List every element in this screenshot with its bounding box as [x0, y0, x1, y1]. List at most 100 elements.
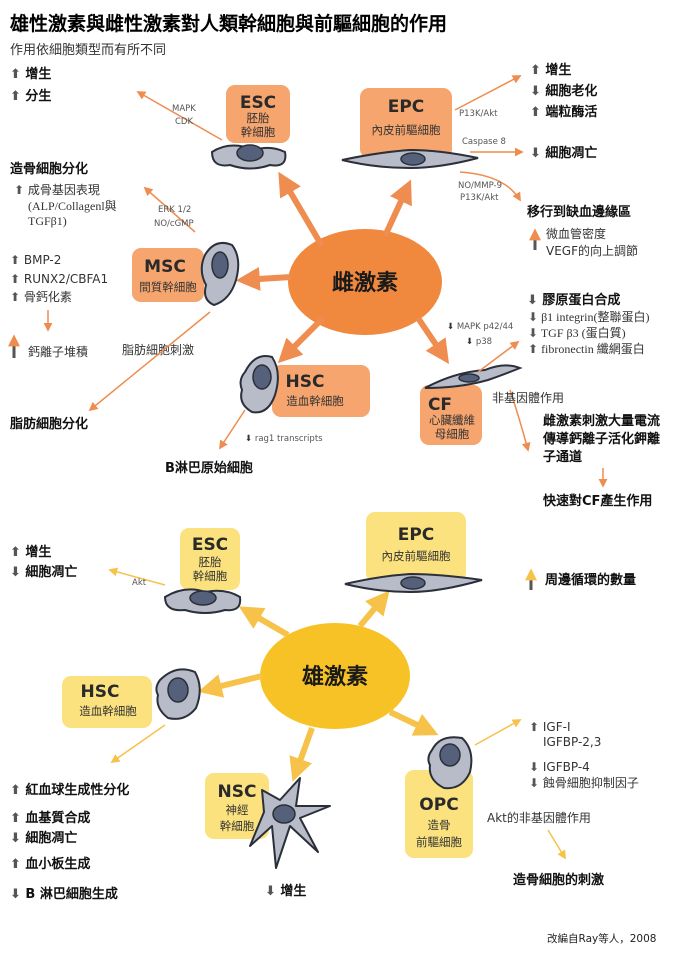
androgen-esc-cell: [163, 588, 242, 614]
page-title: 雄性激素與雌性激素對人類幹細胞與前驅細胞的作用: [9, 12, 447, 35]
androgen-opc-cell: [427, 736, 473, 790]
estrogen-msc-marker-0: ⬆ BMP-2: [10, 253, 61, 267]
estrogen-cf-ca-line-1: 傳導鈣離子活化鉀離: [542, 431, 660, 447]
estrogen-hsc-out-arrow: [219, 409, 246, 450]
arrow-to-a-nsc: [289, 726, 315, 782]
androgen-esc-name1: 胚胎: [199, 555, 222, 569]
estrogen-epc-mediator-3: P13K/Akt: [460, 193, 499, 203]
estrogen-msc-osteo-title: 造骨細胞分化: [10, 161, 88, 177]
estrogen-epc-vascular-1: 微血管密度: [546, 226, 606, 241]
androgen-esc-abbr: ESC: [192, 535, 228, 555]
estrogen-epc-vascular-2: VEGF的向上調節: [546, 243, 638, 258]
androgen-epc-box: [366, 512, 466, 582]
arrow-to-a-opc: [388, 709, 439, 736]
estrogen-cf-cell: [424, 364, 523, 389]
estrogen-cf-collagen-title: ⬇ 膠原蛋白合成: [527, 292, 620, 308]
androgen-nsc-name2: 幹細胞: [220, 819, 255, 833]
arrow-to-a-hsc: [198, 673, 263, 698]
androgen-opc-marker-3: ⬇ 蝕骨細胞抑制因子: [529, 775, 639, 790]
estrogen-msc-box: [132, 248, 204, 302]
estrogen-esc-name1: 胚胎: [247, 111, 270, 125]
estrogen-epc-box: [360, 88, 452, 158]
estrogen-hsc-box: [272, 365, 370, 417]
estrogen-epc-mediator-0: P13K/Akt: [459, 109, 498, 119]
estrogen-esc-cell: [210, 144, 287, 170]
estrogen-cf-name2: 母細胞: [435, 427, 470, 441]
estrogen-msc-adipo: 脂肪細胞分化: [9, 416, 88, 432]
androgen-nsc-abbr: NSC: [218, 782, 257, 802]
androgen-esc-out-arrow: [108, 567, 166, 586]
estrogen-msc-adipo-stim: 脂肪細胞刺激: [122, 342, 194, 357]
estrogen-epc-arrow-3: [459, 171, 521, 202]
estrogen-hsc-mediator: ⬇ rag1 transcripts: [245, 434, 323, 444]
estrogen-esc-mediator-0: MAPK: [172, 104, 196, 114]
androgen-hsc-out-arrow: [110, 724, 166, 764]
androgen-epc-effect: 周邊循環的數量: [545, 572, 636, 588]
androgen-epc-abbr: EPC: [398, 525, 435, 545]
estrogen-esc-out-arrow: [136, 91, 223, 141]
androgen-esc-effect-1: ⬇ 細胞凋亡: [10, 564, 77, 580]
androgen-hsc-box: [62, 676, 152, 728]
estrogen-msc-adipo-arrow: [88, 311, 211, 412]
androgen-opc-effect: 造骨細胞的刺激: [513, 872, 605, 888]
arrow-to-esc: [278, 171, 325, 248]
estrogen-cf-ca-line-0: 雌激素刺激大量電流: [543, 413, 660, 429]
arrow-to-cf: [415, 316, 450, 364]
androgen-esc-mediator: Akt: [132, 578, 147, 588]
estrogen-msc-marker-2: ⬆ 骨鈣化素: [10, 290, 72, 304]
androgen-opc-marker-2: ⬇ IGFBP-4: [529, 760, 590, 774]
estrogen-epc-migration: 移行到缺血邊緣區: [527, 204, 631, 220]
androgen-hsc-effect-1: ⬆ 血基質合成: [10, 810, 90, 826]
estrogen-hsc-effect: B淋巴原始細胞: [165, 460, 253, 476]
estrogen-hsc-cell: [239, 355, 279, 414]
estrogen-epc-apoptosis: ⬇ 細胞凋亡: [530, 145, 597, 161]
estrogen-epc-mediator-2: NO/MMP-9: [458, 181, 502, 191]
estrogen-epc-arrow-1: [454, 75, 522, 111]
estrogen-epc-abbr: EPC: [388, 97, 425, 117]
estrogen-msc-out-arrow-osteo: [143, 186, 196, 233]
arrow-to-epc: [382, 179, 412, 238]
arrow-to-a-epc: [357, 590, 390, 628]
estrogen-msc-marker-1: ⬆ RUNX2/CBFA1: [10, 272, 108, 286]
androgen-opc-marker-1: IGFBP-2,3: [543, 735, 601, 749]
androgen-esc-box: [180, 528, 240, 590]
arrow-to-hsc: [277, 315, 326, 364]
estrogen-msc-osteo-line-1: (ALP/Collagenl與: [28, 199, 117, 213]
estrogen-cf-ca-line-2: 子通道: [543, 449, 582, 465]
estrogen-epc-effect-1: ⬇ 細胞老化: [530, 83, 597, 99]
androgen-hub-label: 雄激素: [301, 664, 368, 690]
estrogen-cf-name1: 心臟纖維: [429, 413, 475, 427]
androgen-opc-name2: 前驅細胞: [416, 835, 462, 849]
androgen-opc-name1: 造骨: [428, 818, 451, 832]
androgen-opc-marker-0: ⬆ IGF-I: [529, 720, 570, 734]
page-subtitle: 作用依細胞類型而有所不同: [10, 43, 166, 58]
androgen-nsc-box: [205, 773, 269, 839]
estrogen-epc-mediator-1: Caspase 8: [462, 137, 506, 147]
estrogen-cf-collagen-1: ⬇ TGF β3 (蛋白質): [528, 325, 626, 340]
estrogen-esc-name2: 幹細胞: [241, 125, 276, 139]
androgen-epc-cell: [344, 572, 483, 594]
estrogen-epc-effect-0: ⬆ 增生: [530, 62, 571, 78]
androgen-hub: [260, 623, 410, 729]
estrogen-hsc-abbr: HSC: [286, 372, 325, 392]
estrogen-epc-name: 內皮前驅細胞: [372, 123, 441, 137]
estrogen-esc-effect-0: ⬆ 增生: [10, 66, 51, 82]
androgen-hsc-abbr: HSC: [81, 682, 120, 702]
estrogen-msc-abbr: MSC: [144, 257, 186, 277]
estrogen-cf-result: 快速對CF產生作用: [543, 493, 652, 509]
arrow-to-a-esc: [238, 606, 290, 638]
estrogen-cf-mediator-0: ⬇ MAPK p42/44: [447, 322, 513, 332]
estrogen-cf-collagen-2: ⬆ fibronectin 纖網蛋白: [528, 341, 645, 356]
androgen-hsc-name: 造血幹細胞: [79, 704, 137, 718]
androgen-epc-name: 內皮前驅細胞: [382, 549, 451, 563]
androgen-opc-box: [405, 770, 473, 858]
androgen-esc-effect-0: ⬆ 增生: [10, 544, 51, 560]
estrogen-esc-box: [226, 85, 290, 143]
estrogen-cf-box: [420, 385, 482, 445]
androgen-hsc-effect-0: ⬆ 紅血球生成性分化: [10, 782, 129, 798]
estrogen-esc-mediator-1: CDK: [175, 117, 193, 127]
androgen-hsc-effect-4: ⬇ B 淋巴細胞生成: [10, 886, 118, 902]
androgen-esc-name2: 幹細胞: [193, 569, 228, 583]
androgen-opc-nongenomic: Akt的非基因體作用: [487, 810, 591, 825]
